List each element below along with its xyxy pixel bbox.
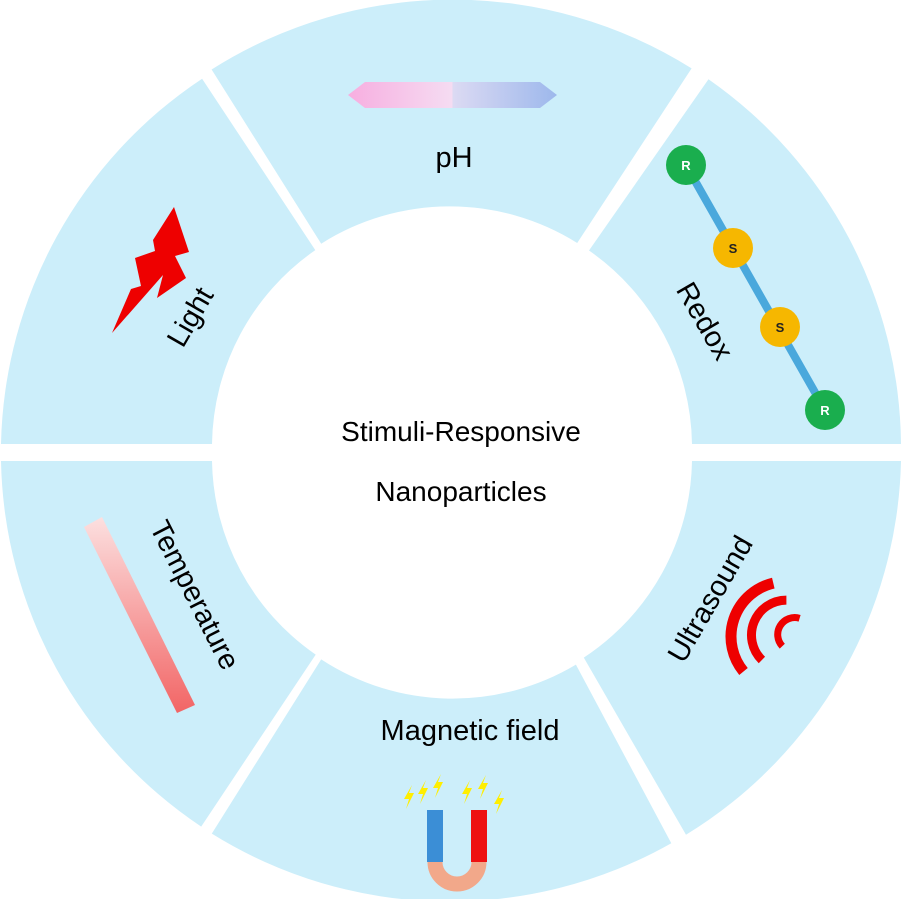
spark-icons	[404, 774, 504, 814]
bead-r-top	[666, 145, 706, 185]
bead-r-top-letter: R	[681, 158, 691, 173]
label-magnetic-field: Magnetic field	[381, 715, 560, 747]
disulfide-chain-icon: R S S R	[666, 145, 845, 430]
center-title-line1: Stimuli-Responsive	[341, 416, 581, 447]
label-ph: pH	[435, 142, 472, 174]
lightning-icon	[112, 207, 189, 333]
center-title-line2: Nanoparticles	[375, 476, 546, 507]
ph-strip-icon	[348, 82, 557, 108]
bead-r-bottom-letter: R	[820, 403, 830, 418]
bead-s-lower	[760, 307, 800, 347]
bead-r-bottom	[805, 390, 845, 430]
segment-magnetic-field	[211, 659, 672, 899]
bead-s-upper	[713, 228, 753, 268]
segment-ultrasound	[583, 461, 901, 835]
magnet-icon	[404, 774, 504, 892]
segment-ph	[211, 0, 692, 244]
bead-s-lower-letter: S	[776, 320, 785, 335]
thermometer-gradient-icon	[84, 517, 195, 713]
bead-s-upper-letter: S	[729, 241, 738, 256]
sound-waves-icon	[725, 577, 801, 675]
